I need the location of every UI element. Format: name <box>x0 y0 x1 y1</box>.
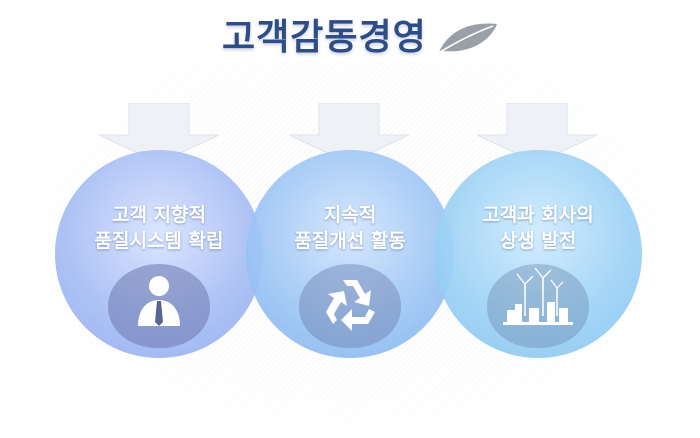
person-icon <box>138 276 180 326</box>
icon-disc <box>487 264 589 348</box>
icon-disc <box>108 264 210 348</box>
wind-turbine-city-icon <box>503 267 573 325</box>
pillar-line2: 상생 발전 <box>499 230 577 252</box>
pillar-continuous-improvement: 지속적 품질개선 활동 <box>246 150 454 358</box>
down-arrow-icon <box>289 103 409 163</box>
pillar-line2: 품질시스템 확립 <box>94 230 224 252</box>
down-arrow-icon <box>477 103 597 163</box>
pillar-customer-oriented: 고객 지향적 품질시스템 확립 <box>55 150 263 358</box>
pillar-line1: 고객 지향적 <box>111 204 206 226</box>
pillar-mutual-growth: 고객과 회사의 상생 발전 <box>434 150 642 358</box>
page-title: 고객감동경영 <box>222 17 427 58</box>
pillar-line1: 고객과 회사의 <box>482 204 594 226</box>
down-arrow-icon <box>99 103 219 163</box>
recycle-icon <box>326 280 375 331</box>
pillar-line2: 품질개선 활동 <box>294 230 406 252</box>
pillar-line1: 지속적 <box>323 204 377 226</box>
header: 고객감동경영 <box>222 4 501 64</box>
icon-disc <box>299 264 401 348</box>
leaf-icon <box>434 23 497 56</box>
